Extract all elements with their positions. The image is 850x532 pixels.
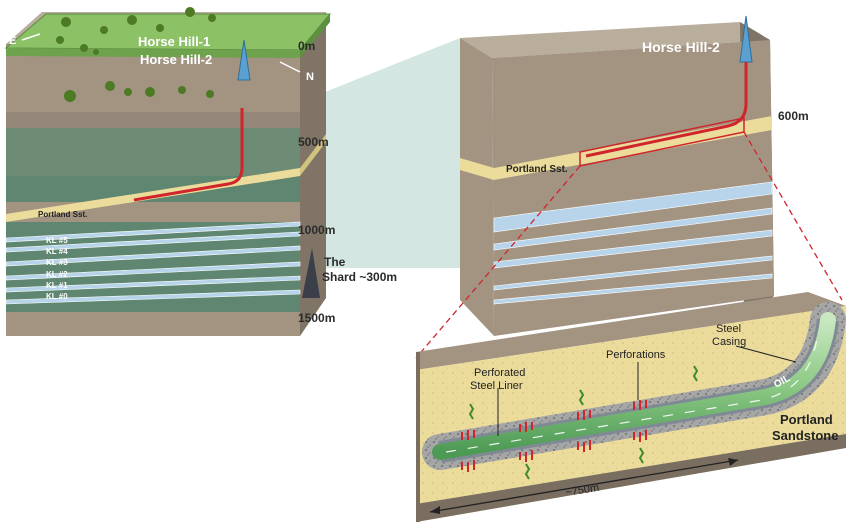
drill-rig-icon — [237, 39, 251, 81]
right-geology-block — [460, 15, 774, 336]
casing-label-1: Steel — [716, 323, 741, 335]
length-arrow — [429, 459, 739, 513]
wellbore-cutaway — [416, 292, 846, 522]
compass-east-arrow — [21, 33, 41, 41]
right-layer-portland: Portland Sst. — [506, 164, 568, 175]
kl-4-label: KL #4 — [46, 247, 68, 256]
casing-label-2: Casing — [712, 336, 746, 348]
perforations-label: Perforations — [606, 349, 666, 361]
right-well-name: Horse Hill-2 — [642, 39, 720, 55]
zoom-line-right — [743, 131, 843, 301]
formation-label-2: Sandstone — [772, 428, 838, 443]
perforation-spikes — [461, 400, 647, 472]
depth-600m: 600m — [778, 109, 809, 123]
kl-0-label: KL #0 — [46, 292, 68, 301]
liner-label-2: Steel Liner — [470, 380, 523, 392]
left-geology-block — [4, 7, 332, 336]
casing-leader — [735, 345, 797, 363]
shard-label-1: The — [324, 255, 346, 269]
left-well-name-2: Horse Hill-2 — [140, 52, 212, 67]
zoom-connector — [300, 38, 460, 268]
compass-east: E — [9, 35, 16, 47]
compass-north: N — [306, 71, 314, 83]
left-wellbore — [133, 108, 244, 202]
liner-label-1: Perforated — [474, 367, 525, 379]
inflow-arrows — [468, 365, 699, 480]
kl-1-label: KL #1 — [46, 281, 68, 290]
kl-5-label: KL #5 — [46, 236, 68, 245]
shard-label-2: Shard ~300m — [322, 270, 397, 284]
left-layer-portland: Portland Sst. — [38, 210, 87, 219]
depth-0m: 0m — [298, 39, 315, 53]
trees — [56, 7, 216, 102]
compass-north-arrow — [279, 61, 301, 73]
oil-flow-tunnel — [432, 312, 836, 460]
zoom-line-left — [415, 165, 581, 359]
left-well-name-1: Horse Hill-1 — [138, 34, 210, 49]
kl-2-label: KL #2 — [46, 270, 68, 279]
depth-1500m: 1500m — [298, 311, 335, 325]
depth-1000m: 1000m — [298, 223, 335, 237]
kl-3-label: KL #3 — [46, 258, 68, 267]
formation-label-1: Portland — [780, 412, 833, 427]
depth-500m: 500m — [298, 135, 329, 149]
length-label: ~750m — [565, 482, 600, 499]
shard-icon — [302, 248, 320, 298]
